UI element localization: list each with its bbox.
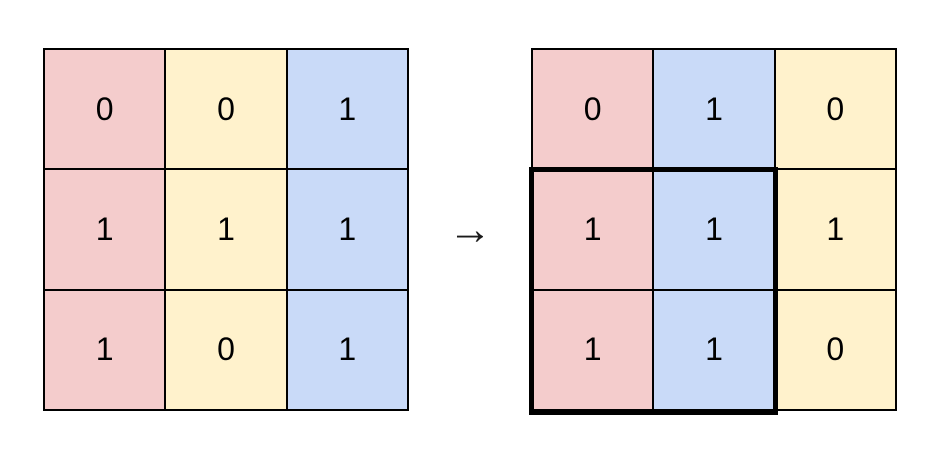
- right-grid-cell-r3c2: 1: [653, 289, 775, 410]
- left-grid-cell-r1c3: 1: [286, 49, 408, 170]
- right-grid-cell-r2c2: 1: [653, 169, 775, 290]
- left-grid-cell-r3c3: 1: [286, 289, 408, 410]
- left-grid-cell-r2c1: 1: [44, 169, 166, 290]
- left-grid-cell-r3c1: 1: [44, 289, 166, 410]
- left-grid-cell-r1c1: 0: [44, 49, 166, 170]
- right-grid-cell-r2c1: 1: [532, 169, 654, 290]
- right-grid: 0 1 0 1 1 1 1 1 0: [529, 48, 897, 415]
- left-grid-cell-r1c2: 0: [165, 49, 287, 170]
- transformation-arrow-zone: →: [409, 48, 531, 411]
- left-grid-cell-r2c2: 1: [165, 169, 287, 290]
- right-arrow-icon: →: [448, 204, 492, 254]
- left-grid-cell-r3c2: 0: [165, 289, 287, 410]
- right-grid-cell-r2c3: 1: [774, 169, 896, 290]
- left-grid-cell-r2c3: 1: [286, 169, 408, 290]
- left-grid: 0 0 1 1 1 1 1 0 1: [43, 48, 409, 411]
- right-grid-cell-r1c2: 1: [653, 49, 775, 170]
- right-grid-cell-r3c1: 1: [532, 289, 654, 410]
- right-grid-cell-r3c3: 0: [774, 289, 896, 410]
- right-grid-cell-r1c3: 0: [774, 49, 896, 170]
- right-grid-cell-r1c1: 0: [532, 49, 654, 170]
